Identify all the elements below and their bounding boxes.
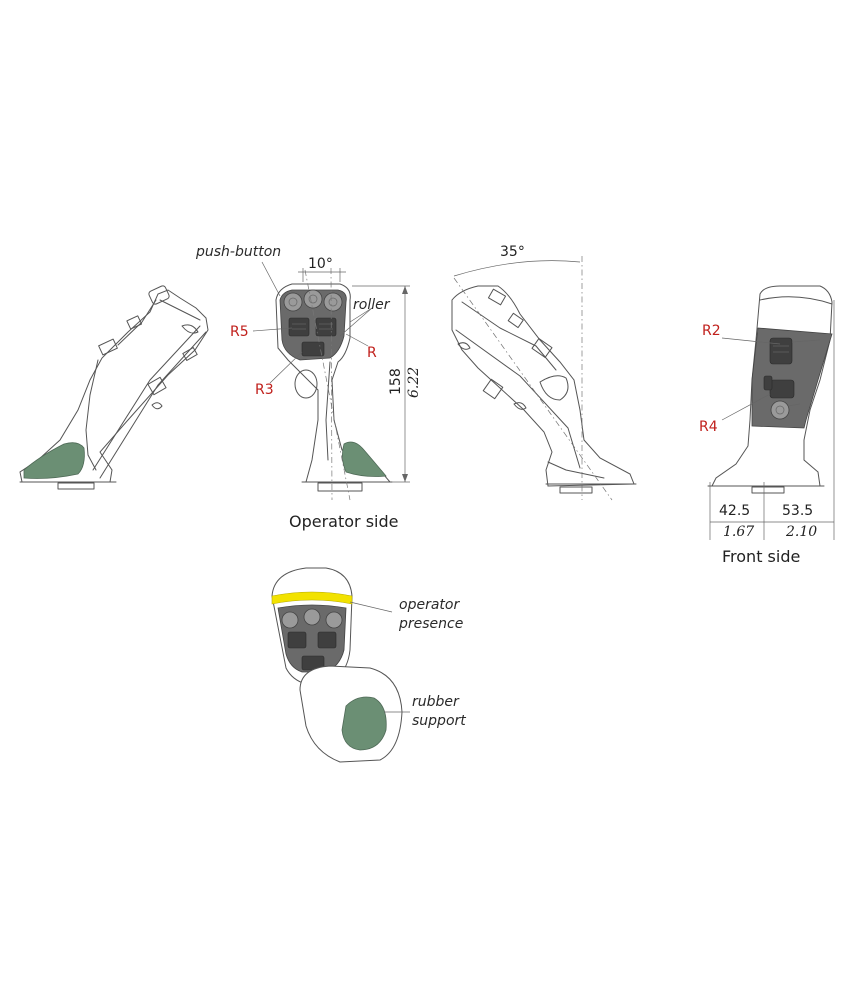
r3-label: R3 [255,382,274,398]
depth-right-mm-label: 53.5 [782,503,813,519]
depth-left-mm-label: 42.5 [719,503,750,519]
front-side-caption: Front side [722,547,800,566]
operator-presence-label-line1: operator [399,597,460,613]
depth-right-in-label: 2.10 [785,524,817,540]
operator-side-view [252,261,410,501]
height-in-label: 6.22 [406,367,422,398]
height-mm-label: 158 [388,368,404,395]
rubber-support-label-line2: support [412,713,466,729]
left-side-view [19,285,209,490]
angle-35-label: 35° [500,244,525,260]
r2-label: R2 [702,323,721,339]
r5-label: R5 [230,324,249,340]
roller-label: roller [353,297,391,313]
front-side-view [707,285,835,540]
operator-presence-label-line2: presence [398,616,463,632]
rubber-support-label-line1: rubber [412,694,460,710]
tilted-side-view [451,256,637,501]
r4-label: R4 [699,419,718,435]
top-view [271,567,410,763]
depth-left-in-label: 1.67 [723,524,754,540]
r-label: R [367,345,377,361]
operator-side-caption: Operator side [289,512,398,531]
push-button-label: push-button [195,244,281,260]
angle-10-label: 10° [308,256,333,272]
